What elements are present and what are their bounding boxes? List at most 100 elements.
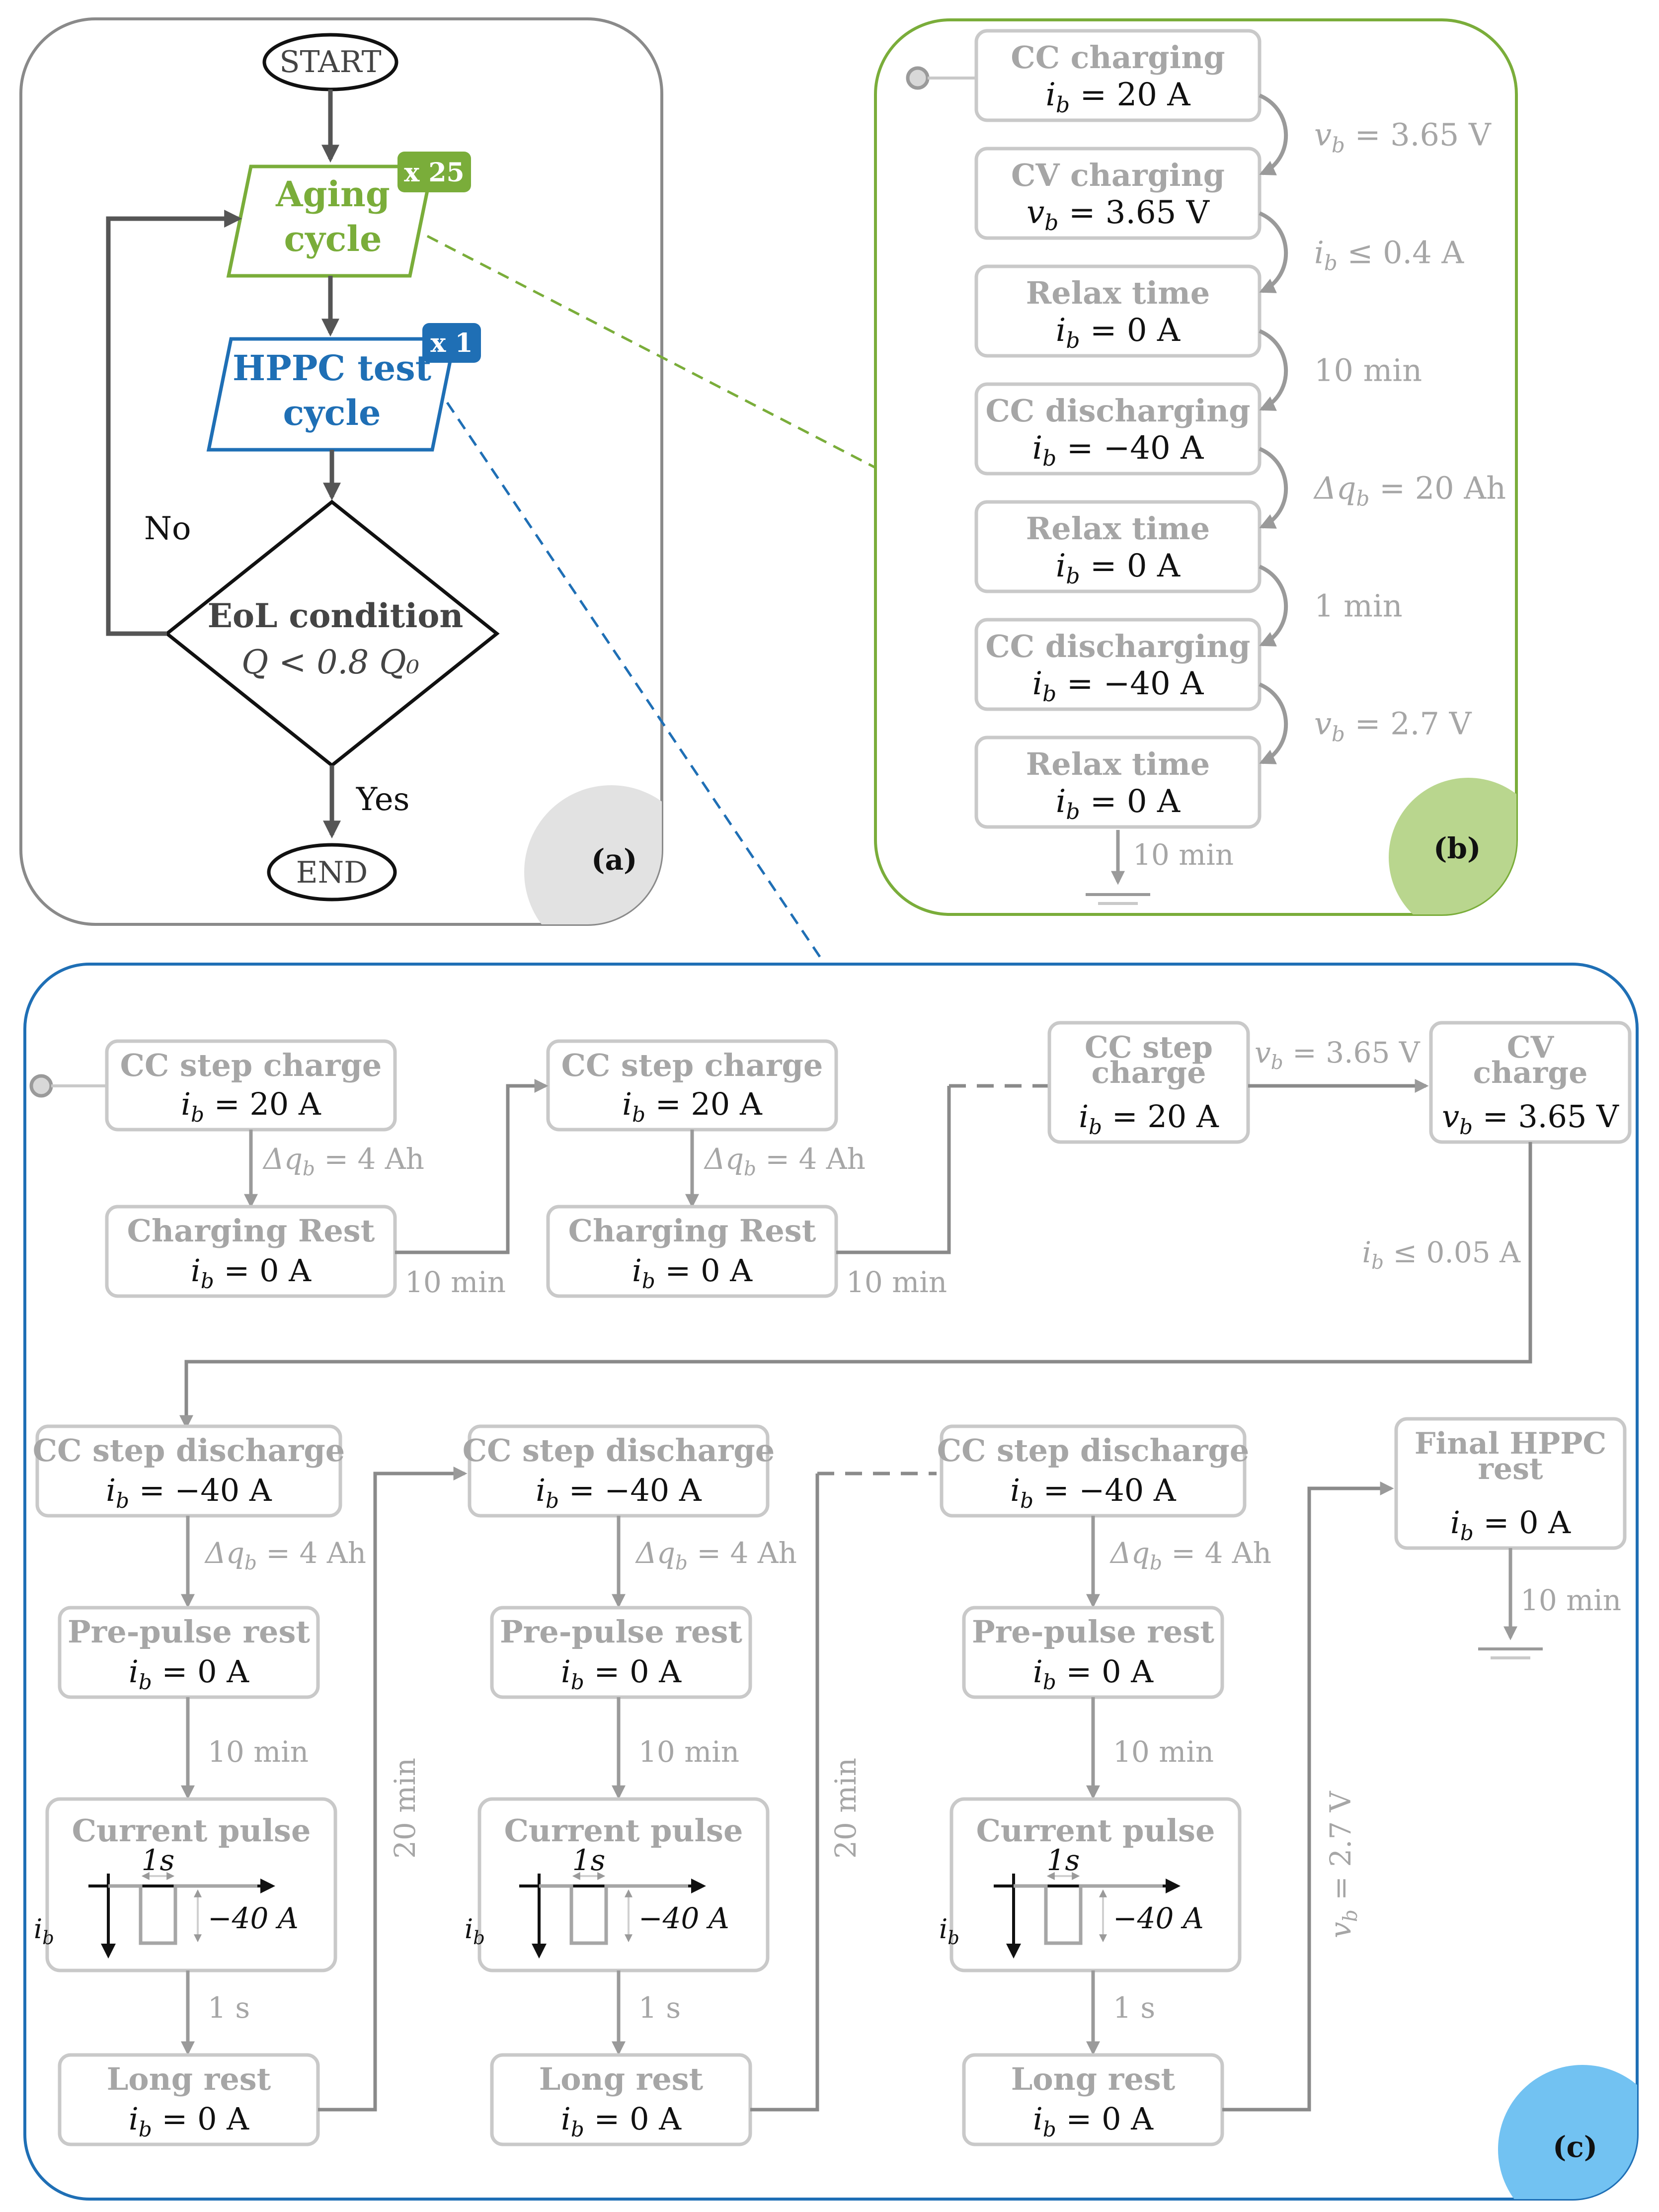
cv-charge-title: charge <box>1473 1056 1588 1090</box>
discharge-dq-label-3: Δqb = 4 Ah <box>1109 1536 1271 1574</box>
panel-b-step-box <box>974 264 1262 358</box>
prepulse-time-label-1: 10 min <box>208 1735 309 1769</box>
panel-b-step-formula: ib = 0 A <box>1056 312 1181 353</box>
prepulse-rest-3-title: Pre-pulse rest <box>972 1614 1214 1650</box>
exit-arrow <box>1222 1481 1394 2112</box>
panel-b-step-formula: ib = −40 A <box>1032 430 1204 471</box>
hppc-cycle-node <box>206 337 457 452</box>
panel-a-label: (a) <box>591 843 637 877</box>
panel-b-final-label: 10 min <box>1133 838 1234 872</box>
prepulse-time-label-3: 10 min <box>1113 1735 1214 1769</box>
panel-b-step-formula: ib = −40 A <box>1032 665 1204 707</box>
last-step-charge-formula: ib = 20 A <box>1079 1098 1219 1139</box>
pulse-axis-label-3: ib <box>939 1913 959 1949</box>
long-rest-2-title: Long rest <box>539 2061 704 2097</box>
prepulse-time-label-2: 10 min <box>638 1735 739 1769</box>
final-hppc-rest-formula: ib = 0 A <box>1450 1504 1571 1545</box>
pulse-axis-label-1: ib <box>34 1913 54 1949</box>
cv-charge-title: CV <box>1507 1030 1555 1065</box>
panel-b-transition-label: 10 min <box>1314 352 1422 389</box>
panel-b-step-title: Relax time <box>1026 275 1210 311</box>
panel-b-step-title: CC discharging <box>985 393 1250 429</box>
pulse-waveform-1 <box>108 1884 257 1945</box>
long-rest-1 <box>58 2053 320 2146</box>
discharge-step-1-title: CC step discharge <box>33 1432 345 1469</box>
pulse-amp-label-1: −40 A <box>208 1901 299 1935</box>
connector-hppc-to-c <box>446 402 826 965</box>
panel-b-step-formula: ib = 20 A <box>1046 77 1191 118</box>
prepulse-rest-1-formula: ib = 0 A <box>129 1653 249 1694</box>
discharge-step-2-formula: ib = −40 A <box>536 1472 702 1513</box>
current-pulse-title-1: Current pulse <box>72 1812 311 1849</box>
prepulse-rest-2-formula: ib = 0 A <box>561 1653 682 1694</box>
eol-title: EoL condition <box>208 596 464 635</box>
last-step-charge-title: CC step <box>1085 1030 1213 1065</box>
discharge-step-1-formula: ib = −40 A <box>106 1472 272 1513</box>
connector-aging-to-b <box>426 235 875 469</box>
panel-b-step-title: CV charging <box>1011 157 1225 193</box>
charge-step-2-title: CC step charge <box>561 1047 823 1083</box>
aging-badge-text: x 25 <box>404 158 464 188</box>
loop-2 <box>750 1474 819 2112</box>
pulse-axis-label-2: ib <box>465 1913 485 1949</box>
panel-a-frame <box>19 17 663 926</box>
prepulse-rest-2 <box>490 1606 752 1699</box>
no-label: No <box>144 510 191 547</box>
pulse-waveform-3 <box>1014 1884 1163 1945</box>
panel-b-step-formula: ib = 0 A <box>1056 548 1181 589</box>
pulse-amp-label-3: −40 A <box>1113 1901 1204 1935</box>
panel-b-step-box <box>974 618 1262 711</box>
panel-b-frame <box>874 18 1518 916</box>
panel-b-transition-label: 1 min <box>1314 588 1403 624</box>
pulse-width-label-3: 1s <box>1047 1843 1080 1877</box>
hppc-badge <box>422 323 481 363</box>
long-rest-2-formula: ib = 0 A <box>561 2101 682 2141</box>
arrow-no-loop <box>106 210 242 636</box>
panel-c-label: (c) <box>1553 2130 1597 2164</box>
panel-b-step-title: Relax time <box>1026 746 1210 782</box>
discharge-step-3-title: CC step discharge <box>937 1432 1249 1469</box>
charge-link-1 <box>395 1079 549 1254</box>
long-rest-3-formula: ib = 0 A <box>1033 2101 1154 2141</box>
charge-dq-label-2: Δqb = 4 Ah <box>704 1142 866 1180</box>
panel-c-entry-dot <box>29 1074 53 1098</box>
pulse-time-label-1: 1 s <box>208 1991 250 2025</box>
charge-step-1-formula: ib = 20 A <box>181 1086 321 1127</box>
charge-rest-1-title: Charging Rest <box>127 1213 375 1249</box>
panel-b-step-box <box>974 382 1262 476</box>
discharge-step-2-title: CC step discharge <box>463 1432 775 1469</box>
hppc-line1: HPPC test <box>233 347 431 389</box>
panel-b-transition-label: vb = 2.7 V <box>1314 706 1472 746</box>
aging-cycle-node <box>226 164 435 278</box>
panel-b-step-formula: vb = 3.65 V <box>1027 194 1210 236</box>
end-label: END <box>296 855 368 890</box>
panel-b-step-title: CC charging <box>1011 39 1225 76</box>
panel-b-step-box <box>974 29 1262 122</box>
yes-label: Yes <box>356 781 409 818</box>
loop-label-1: 20 min <box>388 1758 422 1859</box>
current-pulse-title-3: Current pulse <box>976 1812 1215 1849</box>
last-step-charge-title: charge <box>1092 1056 1206 1090</box>
charge-step-2-formula: ib = 20 A <box>622 1086 763 1127</box>
panel-b-transition-arrow <box>1259 93 1288 175</box>
loop-1 <box>318 1467 468 2112</box>
panel-b-transition-arrow <box>1259 447 1288 529</box>
charge-rest-2-title: Charging Rest <box>568 1213 816 1249</box>
aging-badge <box>397 152 471 192</box>
cv-to-discharge <box>179 1142 1532 1429</box>
pulse-width-label-1: 1s <box>142 1843 175 1877</box>
long-rest-3 <box>962 2053 1224 2146</box>
pulse-waveform-2 <box>539 1884 688 1945</box>
pulse-time-label-2: 1 s <box>638 1991 681 2025</box>
cv-charge-formula: vb = 3.65 V <box>1442 1098 1619 1139</box>
panel-b-step-formula: ib = 0 A <box>1056 783 1181 824</box>
long-rest-2 <box>490 2053 752 2146</box>
hppc-badge-text: x 1 <box>430 328 473 358</box>
charge-rest-2-formula: ib = 0 A <box>632 1252 753 1293</box>
panel-b-transition-label: Δqb = 20 Ah <box>1313 470 1506 511</box>
panel-b-transition-label: ib ≤ 0.4 A <box>1314 235 1464 275</box>
discharge-dq-label-1: Δqb = 4 Ah <box>204 1536 366 1574</box>
prepulse-rest-1-title: Pre-pulse rest <box>68 1614 310 1650</box>
